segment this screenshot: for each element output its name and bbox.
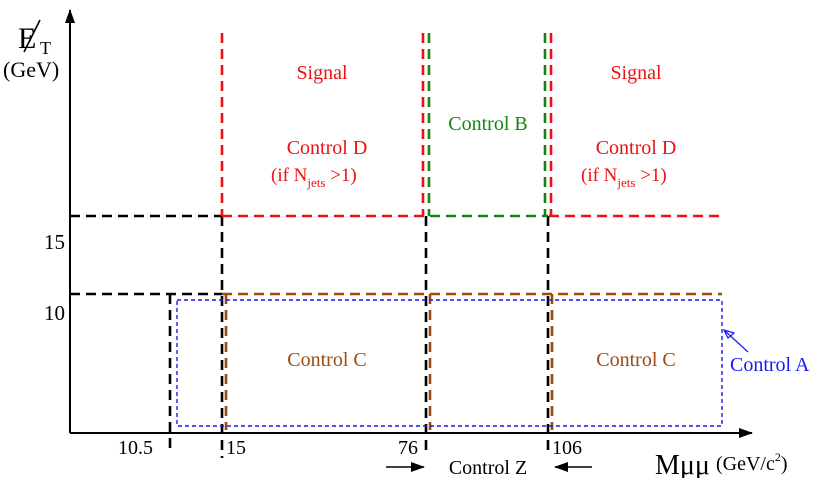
x-tick-76: 76 (398, 437, 418, 459)
x-unit-sup: 2 (775, 450, 781, 464)
cond-prefix-left: (if N (271, 165, 308, 186)
y-label-sub: T (40, 38, 51, 58)
signal-left-label: Signal (296, 62, 348, 84)
signal-lines (220, 33, 722, 218)
cond-sub-left: jets (306, 175, 325, 190)
y-axis-label: E T (GeV) (3, 19, 59, 82)
x-tick-106: 106 (552, 437, 582, 459)
control-d-right-condition: (if Njets >1) (581, 165, 667, 190)
control-b-label: Control B (448, 113, 527, 135)
control-a-pointer-head (722, 329, 736, 339)
x-unit: (GeV/c2) (716, 450, 788, 475)
control-a-label: Control A (730, 354, 810, 376)
black-dashed-lines (70, 214, 550, 458)
x-label-main: Mμμ (655, 450, 710, 478)
x-axis-label: Mμμ (GeV/c2) (655, 450, 788, 481)
control-c-lines (222, 292, 722, 430)
control-c-left-label: Control C (287, 349, 366, 371)
control-z-label: Control Z (449, 457, 527, 478)
cond-suffix-right: >1) (635, 165, 666, 186)
cond-sub-right: jets (616, 175, 635, 190)
x-tick-15: 15 (226, 437, 246, 459)
control-c-right-label: Control C (596, 349, 675, 371)
control-d-right-label: Control D (596, 137, 677, 159)
cond-prefix-right: (if N (581, 165, 618, 186)
x-unit-suffix: ) (781, 453, 788, 475)
control-z-annotation: Control Z (386, 457, 592, 479)
control-a-pointer (723, 329, 749, 353)
axes (65, 9, 753, 438)
x-tick-10-5: 10.5 (118, 437, 153, 459)
y-label-main: E (18, 22, 36, 55)
control-b-lines (427, 33, 548, 218)
y-tick-10: 10 (44, 301, 65, 325)
signal-right-label: Signal (610, 62, 662, 84)
cond-suffix-left: >1) (325, 165, 356, 186)
control-d-left-label: Control D (287, 137, 368, 159)
y-tick-15: 15 (44, 230, 65, 254)
y-label-slash (23, 19, 41, 53)
y-unit: (GeV) (3, 57, 59, 82)
x-unit-prefix: (GeV/c (716, 453, 775, 475)
control-d-left-condition: (if Njets >1) (271, 165, 357, 190)
